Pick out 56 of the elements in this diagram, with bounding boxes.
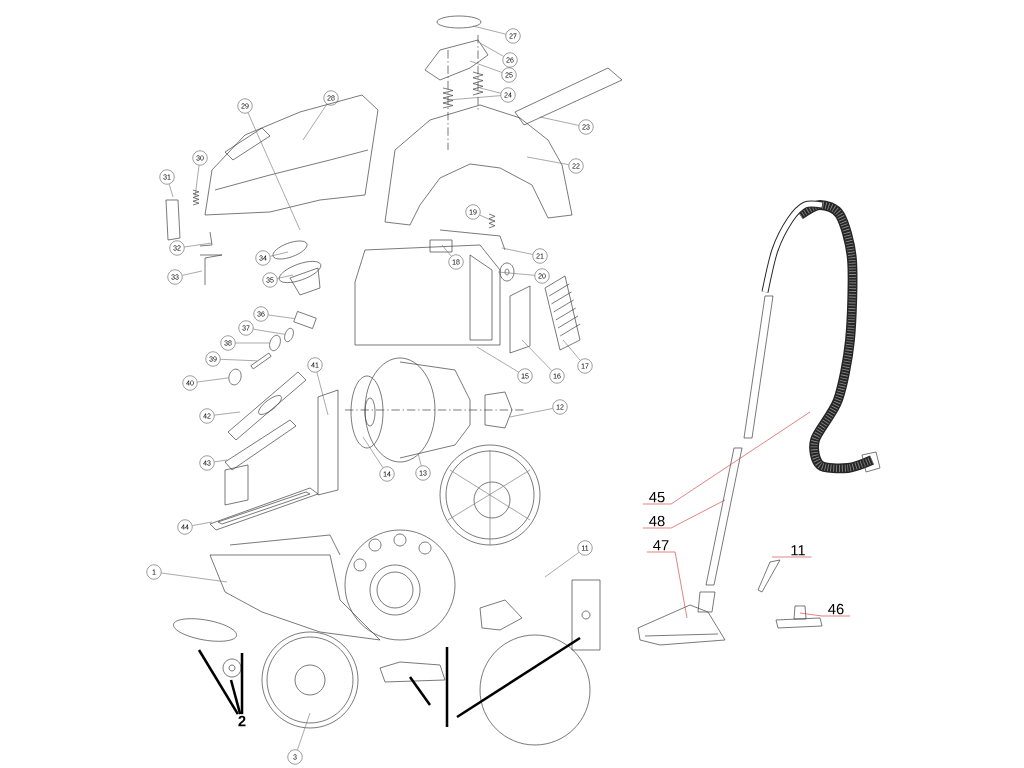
leader-line xyxy=(544,552,580,578)
leader-line xyxy=(469,60,503,73)
leader-line xyxy=(642,411,811,505)
part-drawing xyxy=(269,334,281,352)
leader-line xyxy=(562,339,581,361)
leader-line xyxy=(501,247,533,255)
leader-line xyxy=(447,95,501,101)
leader-line xyxy=(269,251,289,257)
leader-line xyxy=(479,214,496,223)
part-drawing xyxy=(293,311,317,329)
leader-line xyxy=(268,314,295,319)
part-drawing xyxy=(228,368,242,386)
leader-line xyxy=(168,183,174,198)
leader-line xyxy=(240,653,244,715)
leader-line xyxy=(479,87,502,94)
leader-line xyxy=(316,371,329,416)
leader-line xyxy=(539,116,579,126)
leader-line xyxy=(521,339,553,371)
leader-line xyxy=(161,572,228,583)
leader-line xyxy=(476,346,519,373)
leader-line xyxy=(441,244,452,257)
callout-number: 48 xyxy=(649,515,665,527)
callout-number: 45 xyxy=(649,492,665,503)
leader-line xyxy=(417,452,422,467)
leader-line xyxy=(771,556,812,558)
leader-line xyxy=(214,411,241,416)
leader-line xyxy=(184,242,213,248)
leader-line xyxy=(297,712,311,751)
callout-number: 2 xyxy=(238,715,246,727)
leader-line xyxy=(214,459,228,463)
leader-line xyxy=(235,342,270,344)
leader-line xyxy=(197,377,229,383)
callout-number: 46 xyxy=(828,603,844,615)
leader-line xyxy=(220,359,258,362)
leader-line xyxy=(799,612,851,617)
leader-line xyxy=(182,270,203,276)
leader-line xyxy=(192,521,213,526)
leader-line xyxy=(229,679,242,715)
leader-line xyxy=(362,436,384,469)
leader-line xyxy=(472,25,507,35)
leader-line xyxy=(646,551,688,619)
callout-number: 11 xyxy=(791,545,805,556)
part-drawing xyxy=(250,352,272,370)
leader-line xyxy=(277,274,294,279)
callout-number: 47 xyxy=(653,540,669,551)
leader-line xyxy=(497,271,535,276)
leader-line xyxy=(526,156,569,165)
leader-line xyxy=(194,165,200,198)
part-drawing xyxy=(284,327,294,343)
leader-line xyxy=(197,649,239,715)
leader-line xyxy=(247,112,301,231)
leader-line xyxy=(509,408,553,418)
leader-line xyxy=(642,499,726,529)
leader-line xyxy=(302,103,328,141)
leader-line xyxy=(479,42,504,57)
leader-line xyxy=(253,328,285,335)
